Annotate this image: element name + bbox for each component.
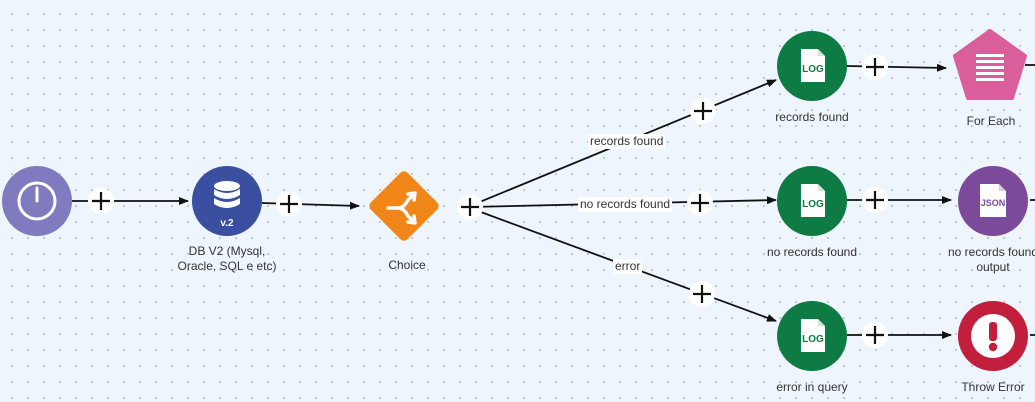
plus-icon [693, 285, 711, 303]
add-step-button[interactable] [862, 187, 888, 213]
add-step-button[interactable] [690, 98, 716, 124]
plus-icon [461, 198, 479, 216]
log-no-records-label: no records found [766, 245, 858, 259]
plus-icon [691, 194, 709, 212]
exclamation-icon [958, 301, 1028, 371]
for-each-node[interactable] [953, 29, 1027, 101]
for-each-label: For Each [966, 114, 1016, 128]
add-step-button[interactable] [88, 188, 114, 214]
edge-label-no-records-found: no records found [578, 197, 673, 212]
branch-icon [369, 171, 439, 241]
log-error-label: error in query [776, 380, 848, 394]
plus-icon [694, 102, 712, 120]
edge-label-error: error [613, 259, 643, 274]
db-v2-node[interactable]: v.2 [192, 166, 262, 236]
throw-error-node[interactable] [958, 301, 1028, 371]
log-records-found-node[interactable]: LOG [777, 31, 847, 101]
start-node[interactable] [2, 166, 72, 236]
add-step-button[interactable] [862, 54, 888, 80]
add-branch-button[interactable] [457, 194, 483, 220]
svg-text:JSON: JSON [981, 198, 1006, 208]
svg-text:LOG: LOG [802, 334, 824, 345]
log-file-icon: LOG [777, 301, 847, 371]
add-step-button[interactable] [689, 281, 715, 307]
version-badge: v.2 [220, 218, 234, 229]
edge-label-records-found: records found [588, 134, 666, 149]
database-icon [192, 166, 262, 236]
plus-icon [866, 191, 884, 209]
choice-node-label: Choice [388, 258, 426, 272]
json-output-label: no records found output [947, 245, 1035, 274]
throw-error-label: Throw Error [961, 380, 1025, 394]
plus-icon [866, 326, 884, 344]
json-file-icon: JSON [958, 166, 1028, 236]
svg-text:LOG: LOG [802, 199, 824, 210]
log-no-records-node[interactable]: LOG [777, 166, 847, 236]
add-step-button[interactable] [687, 190, 713, 216]
log-error-node[interactable]: LOG [777, 301, 847, 371]
add-step-button[interactable] [862, 322, 888, 348]
plus-icon [866, 58, 884, 76]
db-v2-node-label: DB V2 (Mysql, Oracle, SQL e etc) [177, 244, 277, 273]
power-icon [2, 166, 72, 236]
log-file-icon: LOG [777, 31, 847, 101]
choice-node[interactable] [369, 171, 440, 242]
svg-text:LOG: LOG [802, 64, 824, 75]
loop-list-icon [953, 29, 1027, 100]
log-records-found-label: records found [775, 110, 849, 124]
plus-icon [280, 195, 298, 213]
json-output-node[interactable]: JSON [958, 166, 1028, 236]
log-file-icon: LOG [777, 166, 847, 236]
add-step-button[interactable] [276, 191, 302, 217]
plus-icon [92, 192, 110, 210]
